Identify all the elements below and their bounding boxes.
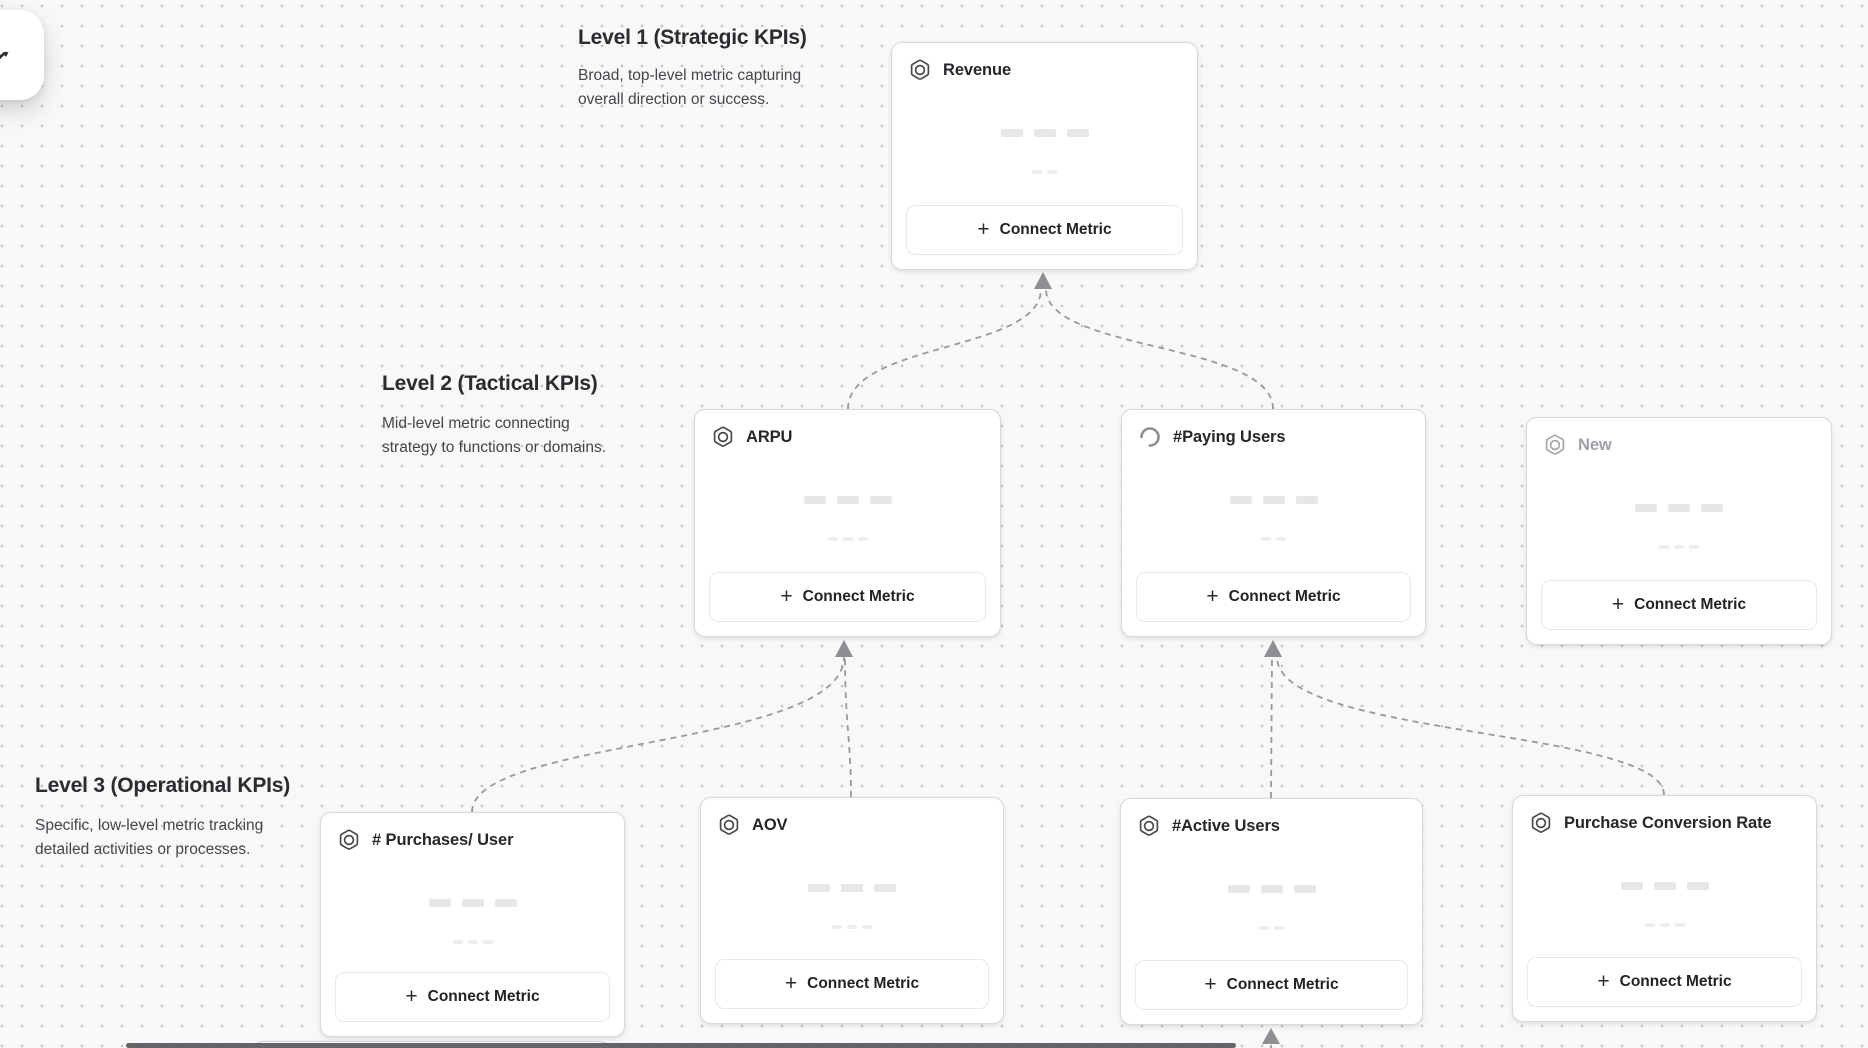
connect-metric-button[interactable]: + Connect Metric: [1135, 960, 1408, 1010]
toolbar-cursor-button[interactable]: [0, 10, 44, 100]
metric-placeholder-dashes: [1122, 537, 1425, 541]
connect-metric-button[interactable]: + Connect Metric: [1527, 957, 1802, 1007]
level-3-description: Specific, low-level metric tracking deta…: [35, 817, 264, 858]
kpi-node-new[interactable]: New + Connect Metric: [1526, 417, 1832, 645]
level-2-description: Mid-level metric connecting strategy to …: [382, 415, 607, 456]
level-3-heading: Level 3 (Operational KPIs): [35, 774, 291, 797]
node-header: AOV: [701, 798, 1003, 837]
connect-metric-button[interactable]: + Connect Metric: [715, 959, 989, 1009]
edge-purchases-to-arpu: [471, 656, 845, 813]
connect-metric-label: Connect Metric: [807, 975, 920, 992]
edge-aov-to-arpu: [844, 656, 852, 798]
metric-placeholder-bars: [1122, 496, 1425, 504]
kpi-node-purchase-conversion-rate[interactable]: Purchase Conversion Rate + Connect Metri…: [1512, 795, 1817, 1022]
arrowhead-revenue: [1034, 272, 1052, 289]
metric-placeholder-dashes: [1513, 923, 1816, 927]
connect-metric-label: Connect Metric: [1226, 976, 1339, 993]
metric-hexagon-icon: [1137, 814, 1161, 838]
kpi-node-paying-users[interactable]: #Paying Users + Connect Metric: [1121, 409, 1426, 637]
plus-icon: +: [784, 971, 798, 995]
node-header: New: [1527, 418, 1831, 457]
horizontal-scrollbar[interactable]: [126, 1043, 1236, 1048]
arrowhead-activeusers: [1262, 1028, 1280, 1044]
connect-metric-button[interactable]: + Connect Metric: [709, 572, 986, 622]
connect-metric-button[interactable]: + Connect Metric: [1136, 572, 1411, 622]
node-header: Purchase Conversion Rate: [1513, 796, 1816, 835]
arrowhead-payingusers: [1264, 640, 1282, 657]
kpi-node-purchases-per-user[interactable]: # Purchases/ User + Connect Metric: [320, 812, 625, 1037]
edge-activeusers-to-payingusers: [1270, 656, 1273, 799]
connect-metric-label: Connect Metric: [1228, 588, 1341, 605]
metric-placeholder-bars: [1121, 885, 1422, 893]
metric-placeholder-dashes: [892, 170, 1197, 174]
kpi-node-arpu[interactable]: ARPU + Connect Metric: [694, 409, 1001, 637]
connect-metric-label: Connect Metric: [802, 588, 915, 605]
plus-icon: +: [1597, 969, 1610, 993]
metric-placeholder-bars: [695, 496, 1000, 504]
node-title: #Paying Users: [1173, 427, 1286, 446]
plus-icon: +: [1611, 592, 1625, 616]
node-title: New: [1578, 435, 1612, 454]
connect-metric-button[interactable]: + Connect Metric: [906, 205, 1183, 255]
metric-placeholder-bars: [1527, 504, 1831, 512]
metric-placeholder-bars: [1513, 882, 1816, 890]
node-title: ARPU: [746, 427, 793, 446]
plus-icon: +: [1206, 584, 1219, 608]
metric-placeholder-bars: [892, 129, 1197, 137]
metric-hexagon-icon: [711, 425, 735, 449]
level-1-heading: Level 1 (Strategic KPIs): [578, 26, 807, 49]
node-header: #Active Users: [1121, 799, 1422, 838]
connect-metric-label: Connect Metric: [1634, 596, 1747, 613]
arrowhead-arpu: [835, 640, 853, 657]
plus-icon: +: [405, 984, 418, 1008]
node-title: Purchase Conversion Rate: [1564, 813, 1772, 832]
plus-icon: +: [780, 584, 793, 608]
kpi-node-revenue[interactable]: Revenue + Connect Metric: [891, 42, 1198, 270]
node-header: #Paying Users: [1122, 410, 1425, 449]
spinner-icon: [1138, 425, 1162, 449]
metric-placeholder-dashes: [1527, 545, 1831, 549]
level-1-description: Broad, top-level metric capturing overal…: [578, 67, 802, 108]
connect-metric-label: Connect Metric: [1619, 973, 1732, 990]
metric-placeholder-dashes: [695, 537, 1000, 541]
node-title: AOV: [752, 815, 788, 834]
node-header: ARPU: [695, 410, 1000, 449]
connect-metric-button[interactable]: + Connect Metric: [335, 972, 610, 1022]
plus-icon: +: [1204, 972, 1217, 996]
cursor-icon: [0, 51, 9, 60]
node-title: Revenue: [943, 60, 1012, 79]
kpi-node-aov[interactable]: AOV + Connect Metric: [700, 797, 1004, 1024]
metric-placeholder-bars: [701, 884, 1003, 892]
metric-hexagon-icon: [337, 828, 361, 852]
metric-placeholder-dashes: [701, 925, 1003, 929]
metric-placeholder-dashes: [1121, 926, 1422, 930]
metric-placeholder-dashes: [321, 940, 624, 944]
edge-pcr-to-payingusers: [1276, 656, 1665, 796]
metric-hexagon-icon: [717, 813, 741, 837]
metric-placeholder-bars: [321, 899, 624, 907]
connect-metric-label: Connect Metric: [427, 988, 540, 1005]
connect-metric-label: Connect Metric: [999, 221, 1112, 238]
node-header: # Purchases/ User: [321, 813, 624, 852]
node-title: #Active Users: [1172, 816, 1280, 835]
plus-icon: +: [977, 217, 990, 241]
node-header: Revenue: [892, 43, 1197, 82]
connect-metric-button[interactable]: + Connect Metric: [1541, 580, 1817, 630]
metric-hexagon-icon: [908, 58, 932, 82]
metric-hexagon-icon: [1543, 433, 1567, 457]
edge-payingusers-to-revenue: [1045, 288, 1274, 410]
level-2-heading: Level 2 (Tactical KPIs): [382, 372, 598, 395]
kpi-node-active-users[interactable]: #Active Users + Connect Metric: [1120, 798, 1423, 1025]
edge-arpu-to-revenue: [847, 288, 1042, 410]
metric-hexagon-icon: [1529, 811, 1553, 835]
node-title: # Purchases/ User: [372, 830, 514, 849]
